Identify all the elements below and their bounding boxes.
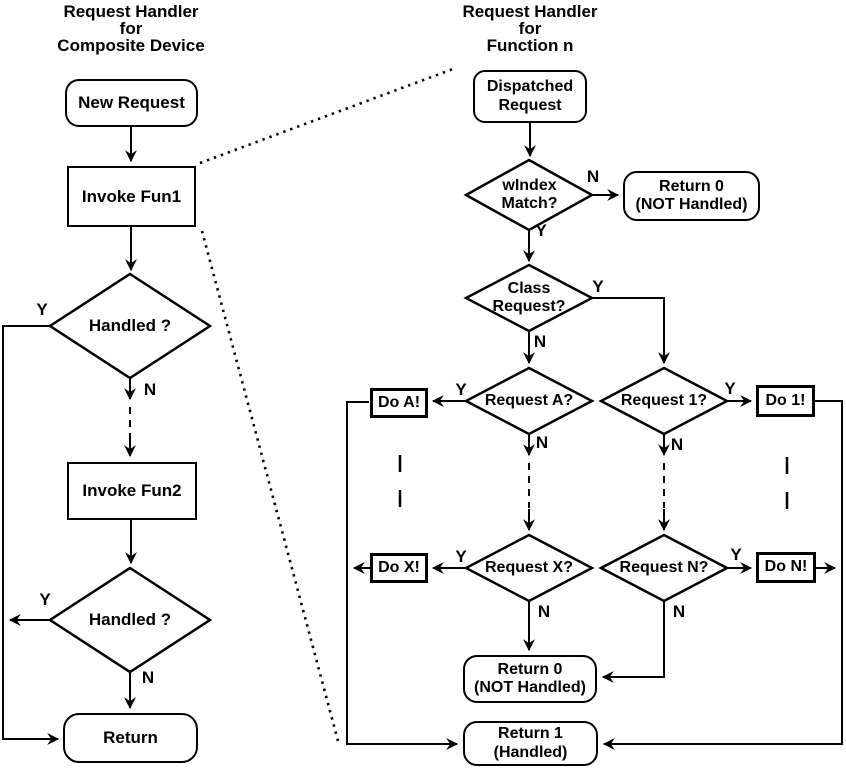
- request-1-yes-label: Y: [724, 379, 736, 398]
- handled-1-diamond: [47, 272, 213, 380]
- request-1-diamond: [598, 366, 730, 436]
- return-0-top-node: Return 0 (NOT Handled): [623, 171, 760, 221]
- rail-left-to-return1: [346, 401, 459, 750]
- handled-1-yes-label: Y: [36, 300, 48, 319]
- do-x-node: Do X!: [370, 553, 428, 583]
- return-0-bottom-node: Return 0 (NOT Handled): [463, 655, 597, 703]
- handled-2-diamond: [47, 566, 213, 674]
- request-a-no-label: N: [535, 433, 549, 452]
- left-chart-title: Request Handler for Composite Device: [57, 2, 205, 55]
- arrow-class-yes-to-request1: [592, 297, 670, 365]
- handled-1-no-label: N: [143, 380, 157, 399]
- rail-handled1-yes-to-return: [2, 325, 60, 745]
- dispatched-request-node: Dispatched Request: [473, 70, 587, 123]
- new-request-node: New Request: [65, 79, 198, 127]
- right-chart-title: Request Handler for Function n: [462, 2, 598, 55]
- do-a-node: Do A!: [370, 388, 428, 418]
- rail-right-to-return1: [602, 400, 843, 750]
- request-n-no-label: N: [672, 602, 686, 621]
- request-1-no-label: N: [670, 435, 684, 454]
- request-n-yes-label: Y: [730, 545, 742, 564]
- return-1-node: Return 1 (Handled): [463, 721, 598, 766]
- do-1-node: Do 1!: [756, 385, 815, 417]
- class-request-diamond: [463, 263, 595, 333]
- request-x-yes-label: Y: [455, 547, 467, 566]
- invoke-fun1-node: Invoke Fun1: [67, 166, 196, 227]
- class-no-label: N: [533, 332, 547, 351]
- request-a-diamond: [463, 366, 595, 436]
- class-yes-label: Y: [592, 277, 604, 296]
- invoke-fun2-node: Invoke Fun2: [67, 462, 197, 520]
- windex-no-label: N: [586, 167, 600, 186]
- handled-2-no-label: N: [141, 668, 155, 687]
- arrow-requestn-no-to-return0: [601, 601, 665, 683]
- do-n-node: Do N!: [756, 552, 816, 583]
- windex-yes-label: Y: [535, 221, 547, 240]
- request-x-diamond: [463, 533, 595, 603]
- request-a-yes-label: Y: [455, 380, 467, 399]
- handled-2-yes-label: Y: [39, 590, 51, 609]
- dotted-connector-bottom: [200, 230, 340, 742]
- request-n-diamond: [598, 533, 730, 603]
- request-x-no-label: N: [537, 602, 551, 621]
- return-node: Return: [63, 713, 198, 763]
- windex-match-diamond: [463, 158, 595, 232]
- dotted-connector-top: [199, 67, 454, 165]
